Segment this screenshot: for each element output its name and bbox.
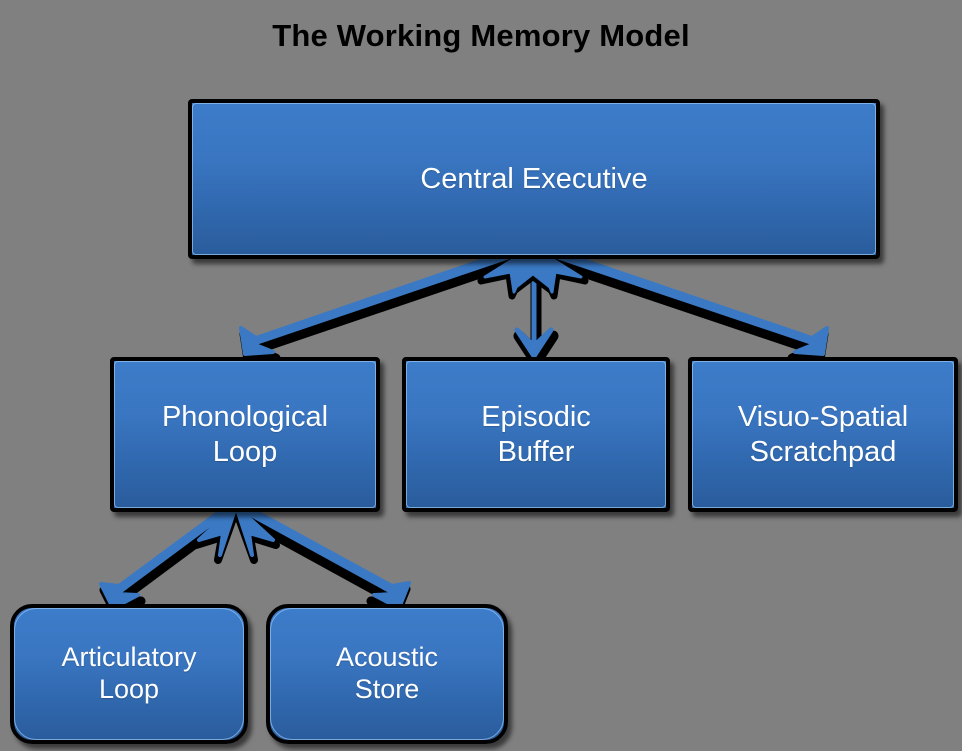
connector-ce-to-phonological-loop [239, 242, 538, 365]
node-label-line-2: Scratchpad [749, 435, 897, 468]
node-label-phonological-loop: Phonological Loop [154, 400, 336, 468]
connector-pl-to-acoustic-store [234, 502, 411, 619]
node-label-articulatory-loop: Articulatory Loop [53, 642, 204, 706]
node-visuo-spatial-scratchpad[interactable]: Visuo-Spatial Scratchpad [688, 357, 958, 512]
node-label-episodic-buffer: Episodic Buffer [473, 400, 599, 468]
node-articulatory-loop[interactable]: Articulatory Loop [10, 604, 248, 744]
node-label-line-2: Loop [98, 674, 160, 704]
node-label-line-1: Acoustic [335, 642, 439, 673]
node-label-acoustic-store: Acoustic Store [328, 642, 446, 706]
node-label-visuo-spatial-scratchpad: Visuo-Spatial Scratchpad [730, 400, 916, 468]
node-label-line-1: Phonological [161, 401, 329, 434]
node-label-line-1: Episodic [481, 401, 591, 434]
node-label-line-1: Articulatory [61, 642, 197, 673]
node-label-central-executive: Central Executive [420, 162, 648, 195]
node-central-executive[interactable]: Central Executive [188, 99, 880, 259]
node-phonological-loop[interactable]: Phonological Loop [110, 357, 380, 512]
connector-arrowheads-into-phonological-loop [192, 504, 280, 564]
node-episodic-buffer[interactable]: Episodic Buffer [402, 357, 670, 512]
node-label-line-1: Visuo-Spatial [737, 401, 909, 434]
node-label-line-2: Store [354, 674, 420, 704]
connector-ce-to-visuo-spatial-scratchpad [528, 242, 829, 365]
page-title: The Working Memory Model [272, 18, 690, 53]
node-label-line-2: Buffer [497, 435, 575, 468]
node-label-line-2: Loop [212, 435, 278, 468]
connector-pl-to-articulatory-loop [99, 502, 238, 619]
node-acoustic-store[interactable]: Acoustic Store [266, 604, 508, 744]
